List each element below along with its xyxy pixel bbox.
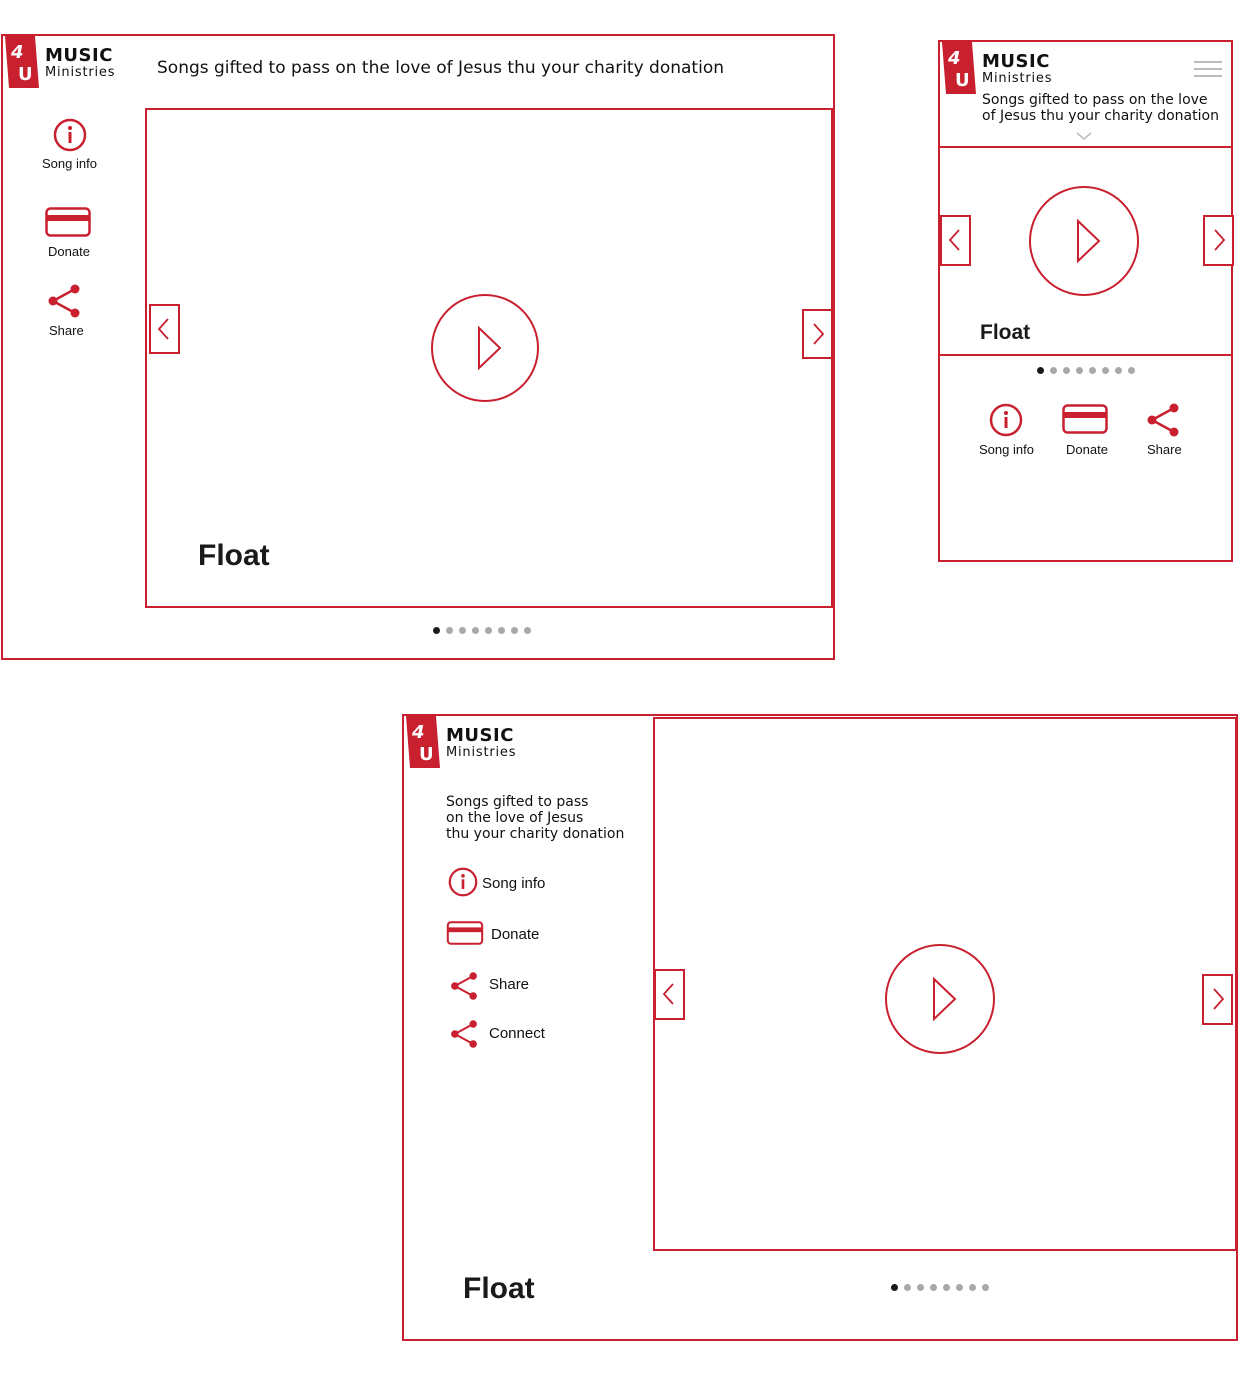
play-icon[interactable]	[884, 943, 996, 1055]
carousel-dot[interactable]	[459, 627, 466, 634]
carousel-dot[interactable]	[1128, 367, 1135, 374]
carousel-dot[interactable]	[917, 1284, 924, 1291]
carousel-dot[interactable]	[485, 627, 492, 634]
brand-subtitle: Ministries	[982, 71, 1053, 86]
chevron-right-icon[interactable]	[1203, 215, 1234, 266]
svg-text:U: U	[18, 64, 33, 85]
share-icon[interactable]	[448, 971, 480, 1001]
carousel-dot[interactable]	[891, 1284, 898, 1291]
nav-connect[interactable]: Connect	[489, 1025, 545, 1042]
carousel-dot[interactable]	[982, 1284, 989, 1291]
carousel-dots	[891, 1284, 989, 1291]
page-tagline-line1: Songs gifted to pass	[446, 794, 589, 810]
mobile-wireframe: 4 U MUSIC Ministries Songs gifted to pas…	[938, 40, 1234, 562]
carousel-dots	[433, 627, 531, 634]
brand-logo[interactable]: 4 U MUSIC Ministries	[942, 42, 1072, 94]
nav-share[interactable]: Share	[489, 976, 530, 993]
share-icon[interactable]	[45, 283, 83, 319]
connect-icon[interactable]	[448, 1019, 480, 1049]
nav-share[interactable]: Share	[1147, 442, 1182, 457]
brand-logo[interactable]: 4 U MUSIC Ministries	[5, 36, 135, 90]
carousel-dot[interactable]	[1115, 367, 1122, 374]
info-icon[interactable]	[448, 867, 478, 897]
carousel-dot[interactable]	[433, 627, 440, 634]
desktop-wireframe: 4 U MUSIC Ministries Songs gifted to pas…	[1, 34, 835, 660]
chevron-down-icon[interactable]	[1076, 132, 1092, 140]
carousel-dot[interactable]	[446, 627, 453, 634]
brand-title: MUSIC	[45, 45, 113, 66]
carousel-dot[interactable]	[1076, 367, 1083, 374]
page-tagline-line2: of Jesus thu your charity donation	[982, 108, 1219, 124]
logo-mark-icon: 4 U	[5, 36, 39, 88]
tablet-wireframe: 4 U MUSIC Ministries Songs gifted to pas…	[402, 714, 1238, 1341]
svg-text:4: 4	[947, 48, 961, 69]
svg-text:4: 4	[411, 722, 425, 743]
brand-subtitle: Ministries	[446, 745, 517, 760]
carousel-dot[interactable]	[1089, 367, 1096, 374]
nav-donate[interactable]: Donate	[1066, 442, 1108, 457]
carousel-dot[interactable]	[956, 1284, 963, 1291]
carousel-dot[interactable]	[930, 1284, 937, 1291]
carousel-dot[interactable]	[904, 1284, 911, 1291]
brand-logo[interactable]: 4 U MUSIC Ministries	[406, 716, 536, 768]
nav-song-info[interactable]: Song info	[979, 442, 1034, 457]
credit-card-icon[interactable]	[45, 207, 91, 237]
nav-donate[interactable]: Donate	[48, 244, 90, 259]
credit-card-icon[interactable]	[446, 921, 484, 945]
hamburger-icon[interactable]	[1194, 60, 1222, 78]
chevron-right-icon[interactable]	[1202, 974, 1233, 1025]
logo-mark-icon: 4 U	[406, 716, 440, 768]
nav-song-info[interactable]: Song info	[42, 156, 97, 171]
nav-song-info[interactable]: Song info	[482, 875, 546, 892]
carousel-dot[interactable]	[511, 627, 518, 634]
song-title: Float	[463, 1272, 535, 1305]
chevron-right-icon[interactable]	[802, 309, 833, 359]
carousel-dot[interactable]	[1050, 367, 1057, 374]
svg-text:U: U	[419, 744, 434, 765]
nav-donate[interactable]: Donate	[491, 926, 540, 943]
carousel-dot[interactable]	[943, 1284, 950, 1291]
svg-text:4: 4	[10, 42, 24, 63]
info-icon[interactable]	[989, 403, 1023, 437]
page-tagline-line3: thu your charity donation	[446, 826, 625, 842]
info-icon[interactable]	[53, 118, 87, 152]
share-icon[interactable]	[1144, 402, 1182, 438]
carousel-dot[interactable]	[1102, 367, 1109, 374]
logo-mark-icon: 4 U	[942, 42, 976, 94]
chevron-left-icon[interactable]	[940, 215, 971, 266]
play-icon[interactable]	[1028, 185, 1140, 297]
chevron-left-icon[interactable]	[654, 969, 685, 1020]
brand-title: MUSIC	[982, 51, 1050, 72]
song-title: Float	[980, 321, 1031, 344]
carousel-dot[interactable]	[1063, 367, 1070, 374]
carousel-dot[interactable]	[524, 627, 531, 634]
nav-share[interactable]: Share	[49, 323, 84, 338]
svg-text:U: U	[955, 70, 970, 91]
page-tagline: Songs gifted to pass on the love of Jesu…	[157, 58, 724, 78]
chevron-left-icon[interactable]	[149, 304, 180, 354]
credit-card-icon[interactable]	[1062, 404, 1108, 434]
carousel-dot[interactable]	[1037, 367, 1044, 374]
brand-title: MUSIC	[446, 725, 514, 746]
carousel-dot[interactable]	[472, 627, 479, 634]
carousel-dots	[1037, 367, 1135, 374]
carousel-dot[interactable]	[969, 1284, 976, 1291]
song-title: Float	[198, 539, 270, 572]
carousel-dot[interactable]	[498, 627, 505, 634]
play-icon[interactable]	[430, 293, 540, 403]
page-tagline-line2: on the love of Jesus	[446, 810, 584, 826]
page-tagline-line1: Songs gifted to pass on the love	[982, 92, 1208, 108]
brand-subtitle: Ministries	[45, 65, 116, 80]
